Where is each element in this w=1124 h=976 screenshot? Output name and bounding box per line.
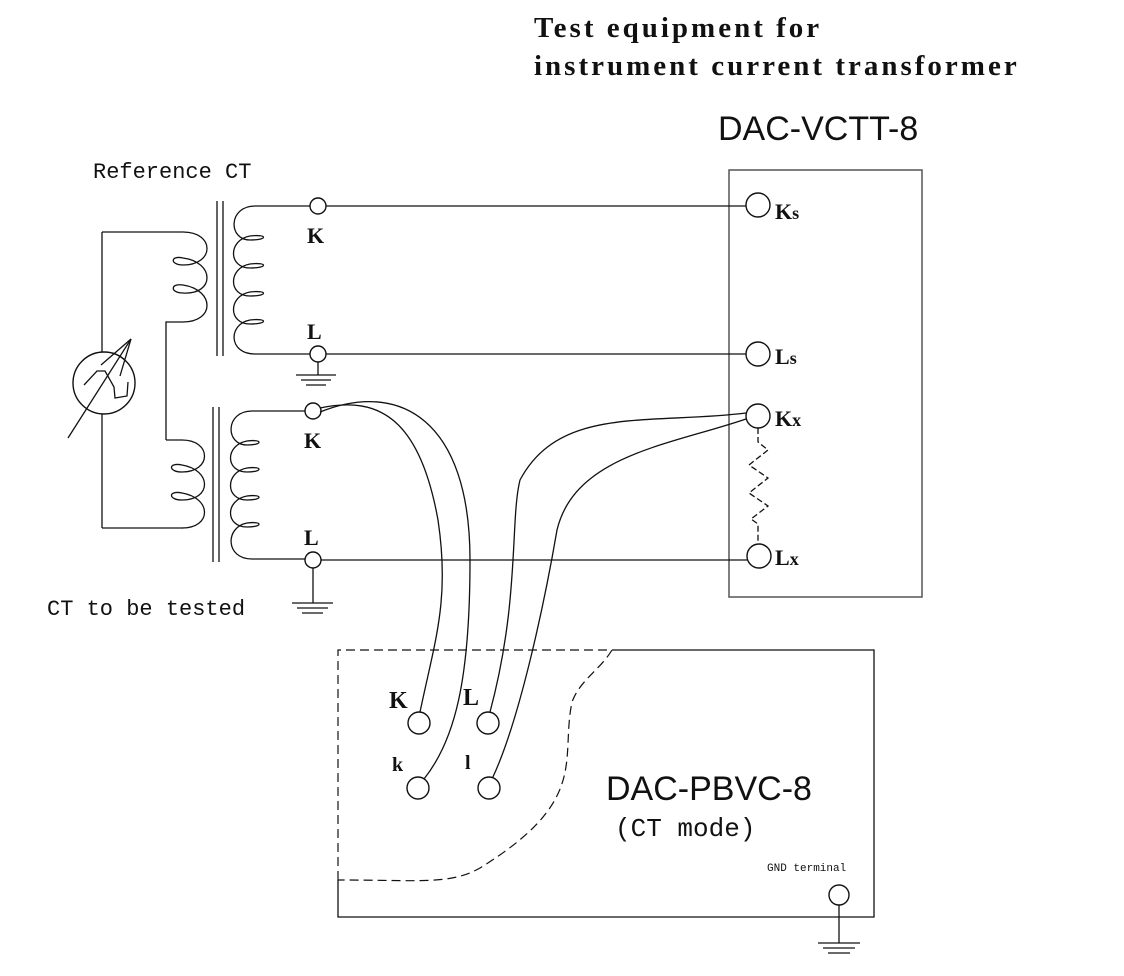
terminal-kx[interactable] [745,403,771,429]
test-ct-label: CT to be tested [47,597,245,622]
terminal-kx-label: Kx [775,406,801,431]
wire-k-to-burden-k [319,404,444,713]
test-terminal-l-label: L [304,525,319,550]
wire-kx-to-burden-l-small [491,418,747,780]
burden-terminal-k[interactable] [407,711,431,735]
burden-model-label: DAC-PBVC-8 [606,770,812,808]
burden-terminal-k-label: K [389,688,408,714]
title-line-1: Test equipment for [534,12,822,44]
burden-box: K L k l DAC-PBVC-8 (CT mode) GND termina… [337,649,875,954]
ref-terminal-l-label: L [307,319,322,344]
terminal-lx[interactable] [746,543,772,569]
burden-terminal-l-label: L [463,685,479,711]
tester-model-label: DAC-VCTT-8 [718,110,918,148]
ref-terminal-k[interactable] [309,197,327,215]
ac-current-source-icon [67,232,136,528]
test-ct: K L [102,402,333,614]
gnd-terminal-label: GND terminal [767,863,846,875]
burden-terminal-k-small-label: k [392,754,404,776]
transformer-coil-icon [233,205,310,355]
terminal-ks[interactable] [745,192,771,218]
terminal-ls[interactable] [745,341,771,367]
ref-terminal-k-label: K [307,223,324,248]
terminal-lx-label: Lx [775,545,799,570]
transformer-coil-icon [166,439,206,529]
test-terminal-k-label: K [304,428,321,453]
burden-terminal-l-small[interactable] [477,776,501,800]
burden-terminal-l[interactable] [476,711,500,735]
burden-enclosure [337,649,875,918]
transformer-coil-icon [230,410,307,560]
reference-ct: K L [102,197,336,440]
resistor-icon [747,428,770,544]
title-line-2: instrument current transformer [534,50,1020,82]
transformer-coil-icon [102,231,208,440]
burden-cutaway-outline [337,649,614,882]
tester-enclosure [728,169,923,598]
gnd-terminal[interactable] [828,884,850,906]
ground-icon [292,568,333,614]
reference-ct-label: Reference CT [93,160,251,185]
ground-icon [296,362,336,386]
wire-kx-to-burden-l [489,412,747,713]
wire-k-to-burden-k-small [319,400,471,780]
terminal-ks-label: Ks [775,199,799,224]
test-terminal-l[interactable] [304,551,322,569]
tester-box: Ks Ls Kx Lx [728,169,923,598]
ground-icon [818,905,860,954]
burden-terminal-l-small-label: l [465,752,471,774]
test-terminal-k[interactable] [304,402,322,420]
terminal-ls-label: Ls [775,344,797,369]
ref-terminal-l[interactable] [309,345,327,363]
burden-mode-label: (CT mode) [615,814,755,844]
burden-terminal-k-small[interactable] [406,776,430,800]
